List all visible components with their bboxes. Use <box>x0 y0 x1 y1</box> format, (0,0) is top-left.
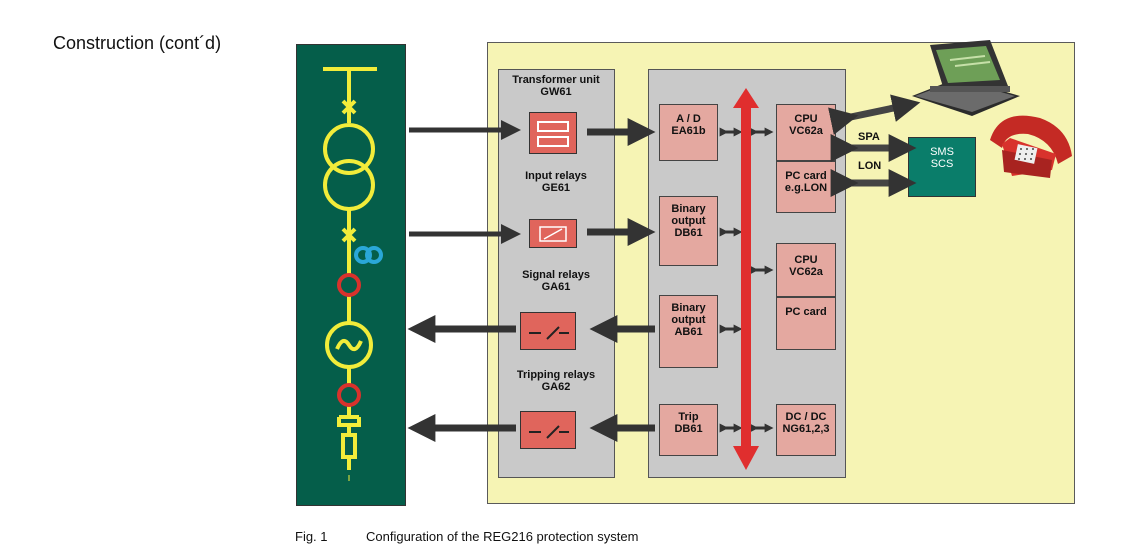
laptop-icon <box>912 40 1020 116</box>
transformer-winding-1 <box>323 123 375 175</box>
tripping-relay-block <box>520 411 576 449</box>
figure-caption: Fig. 1 Configuration of the REG216 protec… <box>295 529 638 544</box>
transformer-unit-block <box>529 112 577 154</box>
switch-contact-icon <box>529 425 569 439</box>
bus-connectors <box>719 127 774 433</box>
switch-contact-icon <box>529 326 569 340</box>
figure-number: Fig. 1 <box>295 529 328 544</box>
current-transformer-icon <box>337 383 361 407</box>
ct-coil-icon <box>354 246 372 264</box>
page-title: Construction (cont´d) <box>53 33 222 53</box>
signal-relay-block <box>520 312 576 350</box>
current-transformer-icon <box>337 273 361 297</box>
transformer-symbol-icon <box>537 121 569 147</box>
system-bus <box>733 88 759 470</box>
single-line-symbols <box>323 67 383 481</box>
breaker-cross-icon <box>341 99 357 115</box>
telephone-icon <box>990 115 1072 178</box>
relay-coil-icon <box>539 226 567 242</box>
figure-title: Configuration of the REG216 protection s… <box>366 529 639 544</box>
arrow-cpu-laptop <box>828 94 921 135</box>
module-pc-card: PC card <box>776 297 836 350</box>
input-relay-block <box>529 219 577 248</box>
single-line-diagram <box>296 44 406 506</box>
breaker-cross-icon <box>341 227 357 243</box>
